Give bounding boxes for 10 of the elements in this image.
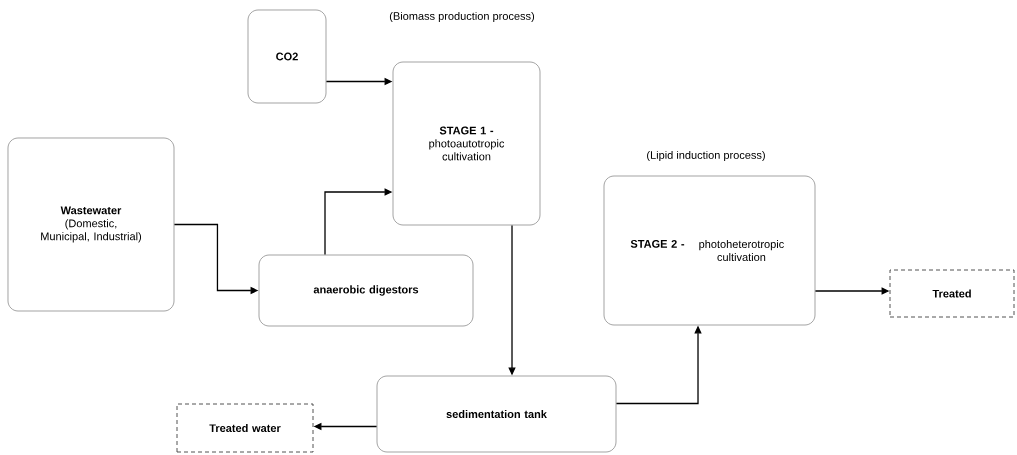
process-box: sedimentation tank	[376, 375, 617, 453]
process-box: CO2	[247, 9, 327, 104]
process-heading: (Biomass production process)	[389, 11, 535, 23]
process-box: anaerobic digestors	[258, 254, 474, 327]
process-heading: (Lipid induction process)	[647, 150, 765, 162]
process-box: STAGE 1 - photoautotropic cultivation	[392, 61, 541, 226]
output-box: Treated	[889, 269, 1015, 318]
process-box: Wastewater (Domestic, Municipal, Industrial)	[7, 137, 175, 312]
process-box: STAGE 2 - photoheterotropic cultivation	[603, 175, 816, 326]
output-box: Treated water	[176, 403, 314, 453]
